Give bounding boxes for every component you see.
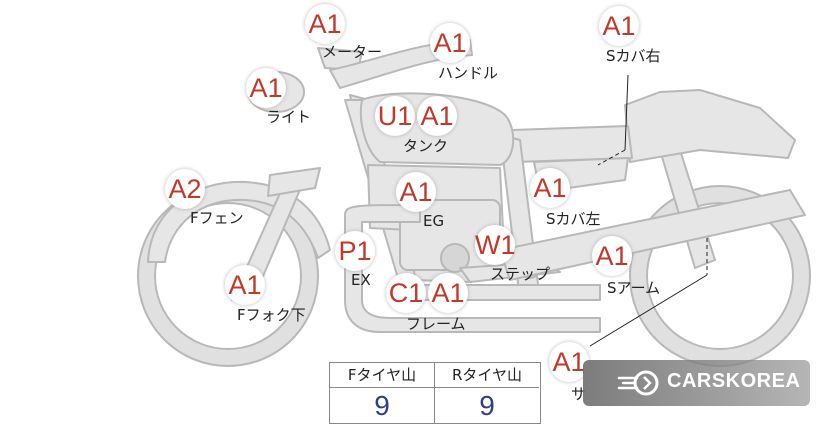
- frame-code-badge-2: A1: [428, 273, 468, 313]
- exhaust-pipe: [344, 204, 601, 333]
- frame-code-badge-1: C1: [386, 273, 426, 313]
- f-fender-label: Fフェン: [190, 209, 244, 227]
- table-divider: [434, 363, 435, 423]
- f-fork-code-badge: A1: [225, 265, 265, 305]
- s-cover-right-label: Sカバ右: [606, 47, 661, 65]
- front-tread-value: 9: [374, 390, 390, 421]
- light-code-badge: A1: [246, 68, 286, 108]
- watermark-brand: CARSKOREA: [667, 370, 801, 392]
- frame-label: フレーム: [406, 315, 466, 333]
- f-fender-code-badge: A2: [165, 169, 205, 209]
- step-code-badge: W1: [475, 225, 516, 265]
- seat: [511, 125, 633, 163]
- front-tread-header: Fタイヤ山: [330, 363, 434, 388]
- step-label: ステップ: [490, 265, 551, 283]
- s-cover-right-code-badge: A1: [599, 6, 639, 46]
- tank-code-badge-2: A1: [417, 96, 457, 136]
- carskorea-logo-icon: [617, 370, 659, 396]
- carskorea-watermark: CARSKOREA: [583, 360, 810, 406]
- tire-tread-table: Fタイヤ山 Rタイヤ山 9 9: [329, 362, 541, 424]
- s-arm-code-badge: A1: [592, 236, 632, 276]
- rear-tread-header: Rタイヤ山: [435, 363, 539, 388]
- tank-label: タンク: [403, 137, 449, 155]
- meter-code-badge: A1: [305, 4, 345, 44]
- light-label: ライト: [266, 108, 312, 126]
- s-cover-left-label: Sカバ左: [546, 210, 601, 228]
- engine-code-badge: A1: [396, 172, 436, 212]
- handle-code-badge: A1: [430, 23, 470, 63]
- s-arm-label: Sアーム: [607, 279, 661, 297]
- meter-label: メーター: [322, 43, 383, 61]
- seat-tail: [624, 89, 796, 163]
- s-cover-left-code-badge: A1: [530, 168, 570, 208]
- engine-label: EG: [423, 212, 445, 230]
- handle-label: ハンドル: [438, 64, 499, 82]
- exhaust-code-badge: P1: [335, 231, 375, 271]
- rear-tread-value: 9: [479, 390, 495, 421]
- swing-arm: [499, 189, 806, 281]
- exhaust-label: EX: [351, 271, 371, 289]
- f-fork-label: Fフォク下: [237, 306, 306, 324]
- sub-label: サ: [571, 385, 587, 403]
- sub-code-badge: A1: [549, 342, 589, 382]
- tank-code-badge-1: U1: [375, 96, 415, 136]
- rear-wheel: [630, 186, 810, 366]
